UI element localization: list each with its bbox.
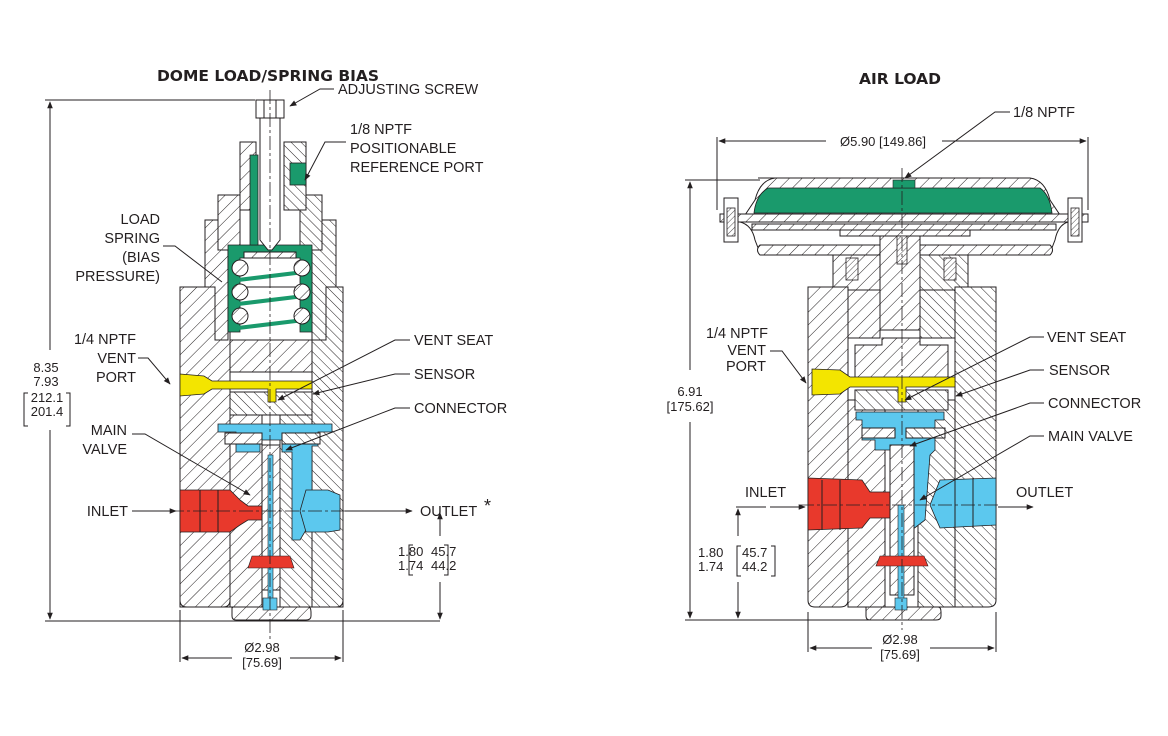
svg-text:INLET: INLET: [745, 485, 786, 501]
left-diameter-dimension: Ø2.98 [75.69]: [179, 610, 344, 670]
svg-text:PORT: PORT: [96, 370, 136, 386]
left-drawing-dome-load-spring-bias: DOME LOAD/SPRING BIAS 8.35 7.93 212.1 20…: [23, 67, 507, 670]
svg-text:[75.69]: [75.69]: [242, 655, 282, 670]
left-height-in-min: 7.93: [33, 374, 58, 389]
right-diameter-dimension: Ø2.98 [75.69]: [807, 612, 997, 662]
svg-text:REFERENCE PORT: REFERENCE PORT: [350, 160, 484, 176]
right-body-right-half: [954, 286, 997, 608]
svg-text:(BIAS: (BIAS: [122, 250, 160, 266]
left-port-height-dimension: 1.80 1.74 45.7 44.2: [398, 512, 456, 620]
left-bottom-cap: [231, 606, 312, 621]
label-reference-port: 1/8 NPTF POSITIONABLE REFERENCE PORT: [304, 122, 484, 181]
right-outlet-port: [929, 477, 997, 529]
right-height-dimension: 6.91 [175.62]: [667, 179, 870, 621]
svg-text:1/4 NPTF: 1/4 NPTF: [706, 326, 768, 342]
left-drawing-title: DOME LOAD/SPRING BIAS: [157, 67, 379, 85]
right-body-left-half: [807, 286, 849, 608]
svg-text:MAIN VALVE: MAIN VALVE: [1048, 429, 1133, 445]
svg-text:VENT: VENT: [97, 351, 136, 367]
svg-text:PORT: PORT: [726, 359, 766, 375]
label-right-inlet: INLET: [736, 485, 806, 510]
label-connector: CONNECTOR: [285, 401, 507, 451]
label-right-vent-seat: VENT SEAT: [904, 330, 1126, 401]
svg-text:Ø2.98: Ø2.98: [244, 640, 279, 655]
svg-text:INLET: INLET: [87, 504, 128, 520]
left-height-mm-max: 212.1: [31, 390, 64, 405]
left-piston: [229, 339, 313, 373]
svg-text:CONNECTOR: CONNECTOR: [414, 401, 507, 417]
label-right-main-valve: MAIN VALVE: [919, 429, 1133, 501]
label-right-sensor: SENSOR: [955, 363, 1110, 397]
svg-text:VENT SEAT: VENT SEAT: [1047, 330, 1126, 346]
label-dome-port: 1/8 NPTF: [904, 105, 1075, 179]
svg-text:[75.69]: [75.69]: [880, 647, 920, 662]
svg-text:VENT: VENT: [727, 343, 766, 359]
right-drawing-air-load: AIR LOAD Ø5.90 [149.86] 1/8 NPTF: [667, 70, 1142, 662]
right-dome-diameter-dimension: Ø5.90 [149.86]: [716, 134, 1089, 210]
svg-text:Ø2.98: Ø2.98: [882, 632, 917, 647]
svg-text:44.2: 44.2: [742, 559, 767, 574]
svg-text:MAIN: MAIN: [91, 423, 127, 439]
svg-text:CONNECTOR: CONNECTOR: [1048, 396, 1141, 412]
svg-text:PRESSURE): PRESSURE): [75, 269, 160, 285]
label-inlet: INLET: [87, 504, 177, 520]
right-dome-cavity: [753, 187, 1053, 214]
svg-text:45.7: 45.7: [431, 544, 456, 559]
svg-text:VENT SEAT: VENT SEAT: [414, 333, 493, 349]
label-right-outlet: OUTLET: [998, 485, 1073, 510]
left-height-mm-min: 201.4: [31, 404, 64, 419]
svg-text:POSITIONABLE: POSITIONABLE: [350, 141, 457, 157]
label-sensor: SENSOR: [312, 367, 475, 396]
svg-text:SENSOR: SENSOR: [1049, 363, 1110, 379]
svg-text:OUTLET: OUTLET: [420, 504, 477, 520]
svg-text:*: *: [484, 496, 491, 516]
svg-text:44.2: 44.2: [431, 558, 456, 573]
label-right-vent-port: 1/4 NPTF VENT PORT: [706, 326, 807, 384]
svg-text:1/8 NPTF: 1/8 NPTF: [1013, 105, 1075, 121]
left-height-in-max: 8.35: [33, 360, 58, 375]
svg-text:1.80: 1.80: [698, 545, 723, 560]
svg-text:1/4 NPTF: 1/4 NPTF: [74, 332, 136, 348]
svg-text:ADJUSTING SCREW: ADJUSTING SCREW: [338, 82, 478, 98]
left-height-dimension: 8.35 7.93 212.1 201.4: [23, 99, 440, 622]
svg-text:45.7: 45.7: [742, 545, 767, 560]
right-dome-bolts: [723, 197, 1083, 243]
left-load-spring: [231, 259, 311, 330]
svg-text:[175.62]: [175.62]: [667, 399, 714, 414]
svg-text:LOAD: LOAD: [121, 212, 161, 228]
svg-text:OUTLET: OUTLET: [1016, 485, 1073, 501]
svg-text:SENSOR: SENSOR: [414, 367, 475, 383]
label-load-spring: LOAD SPRING (BIAS PRESSURE): [75, 212, 223, 285]
right-bottom-cap: [865, 606, 942, 621]
svg-text:VALVE: VALVE: [82, 442, 127, 458]
label-adjusting-screw: ADJUSTING SCREW: [289, 82, 478, 107]
left-vent-port: [179, 373, 313, 403]
label-vent-port: 1/4 NPTF VENT PORT: [74, 332, 171, 386]
label-main-valve: MAIN VALVE: [82, 423, 251, 496]
svg-text:6.91: 6.91: [677, 384, 702, 399]
right-vent-port: [811, 368, 956, 403]
svg-text:1.80: 1.80: [398, 544, 423, 559]
svg-text:Ø5.90 [149.86]: Ø5.90 [149.86]: [840, 134, 926, 149]
label-right-connector: CONNECTOR: [909, 396, 1141, 447]
right-port-height-dimension: 1.80 1.74 45.7 44.2: [698, 508, 776, 619]
svg-text:1/8 NPTF: 1/8 NPTF: [350, 122, 412, 138]
left-reference-port: [289, 162, 307, 186]
right-piston: [854, 337, 949, 381]
svg-text:SPRING: SPRING: [104, 231, 160, 247]
label-vent-seat: VENT SEAT: [277, 333, 493, 401]
svg-text:1.74: 1.74: [698, 559, 723, 574]
label-outlet: OUTLET *: [345, 496, 491, 520]
right-drawing-title: AIR LOAD: [859, 70, 941, 88]
svg-text:1.74: 1.74: [398, 558, 423, 573]
